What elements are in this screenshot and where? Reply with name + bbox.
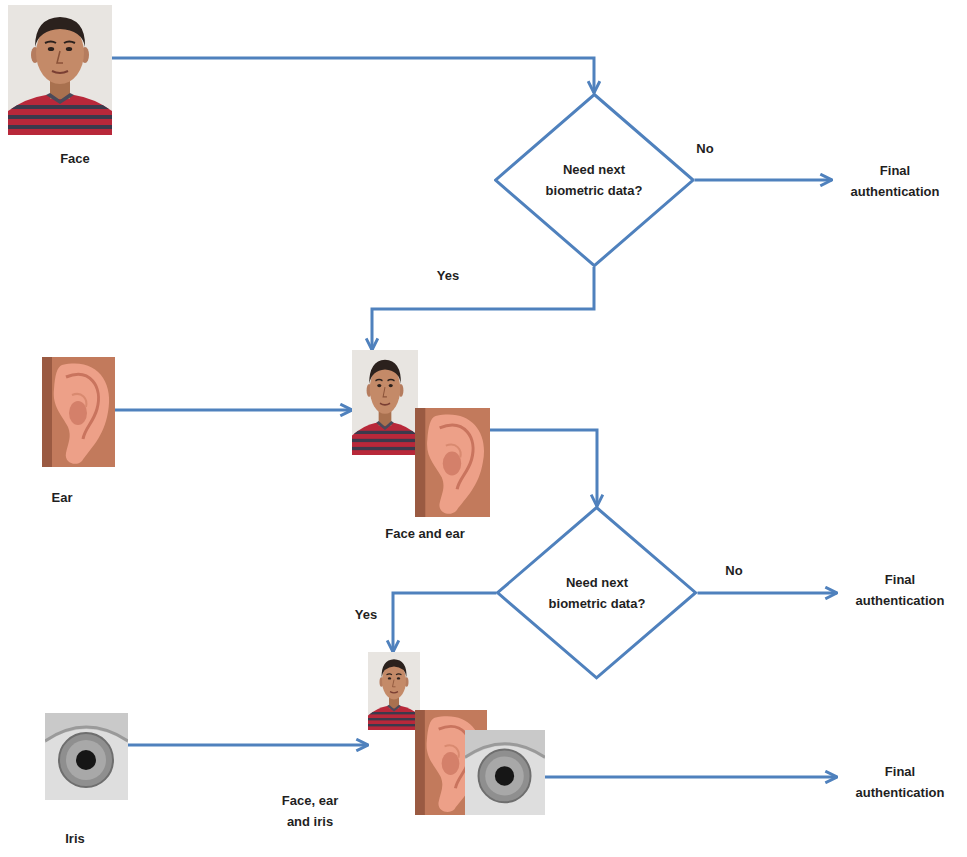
photo-node: Face and ear — [352, 350, 490, 517]
flow-arrow — [393, 593, 496, 652]
flow-arrow — [128, 744, 368, 747]
terminal-text-node: Final authentication — [832, 156, 958, 206]
diamond-shape — [495, 94, 693, 265]
terminal-text: Final authentication — [841, 569, 959, 611]
diamond-shape — [498, 508, 696, 678]
face-image — [352, 350, 418, 455]
photo-node: Iris — [45, 713, 128, 800]
face-photo — [8, 5, 112, 135]
terminal-text-node: Final authentication — [837, 757, 963, 807]
diamond-text-holder: Need next biometric data? — [536, 159, 651, 201]
terminal-text-holder: Final authentication — [841, 761, 959, 803]
flow-arrow — [115, 409, 352, 412]
face-ear-iris-composite — [368, 652, 545, 815]
edge-label: No — [694, 138, 715, 159]
diamond-outline — [494, 93, 695, 267]
face-image — [8, 5, 112, 135]
flow-arrow — [372, 267, 594, 350]
ear-image — [415, 408, 490, 517]
edge-label: Yes — [353, 604, 379, 625]
decision-diamond: Need next biometric data? — [494, 93, 695, 267]
terminal-text-holder: Final authentication — [841, 569, 959, 611]
decision-text: Need next biometric data? — [536, 159, 651, 201]
iris-photo — [45, 713, 128, 800]
terminal-text-holder: Final authentication — [836, 160, 954, 202]
photo-node: Ear — [42, 357, 115, 467]
terminal-text: Final authentication — [836, 160, 954, 202]
photo-caption: Iris — [65, 828, 85, 849]
edge-label: No — [723, 560, 744, 581]
photo-caption: Face — [60, 148, 90, 169]
diamond-text-holder: Need next biometric data? — [539, 572, 654, 614]
edge-label: Yes — [435, 265, 461, 286]
photo-node: Face, ear and iris — [368, 652, 545, 815]
ear-image — [42, 357, 115, 467]
iris-image — [45, 713, 128, 800]
face-image — [368, 652, 420, 730]
photo-caption: Face, ear and iris — [274, 790, 346, 832]
flow-arrow — [698, 591, 837, 594]
face-ear-composite — [352, 350, 490, 517]
diamond-outline — [496, 506, 697, 679]
photo-node: Face — [8, 5, 112, 135]
decision-diamond: Need next biometric data? — [496, 506, 697, 679]
decision-text: Need next biometric data? — [539, 572, 654, 614]
flow-arrow — [112, 58, 594, 93]
iris-image — [465, 730, 545, 815]
photo-caption: Face and ear — [385, 523, 465, 544]
terminal-text-node: Final authentication — [837, 565, 963, 615]
flow-arrow — [545, 776, 837, 779]
flow-arrow — [694, 178, 832, 181]
terminal-text: Final authentication — [841, 761, 959, 803]
photo-caption: Ear — [52, 487, 73, 508]
flow-arrow — [490, 430, 597, 506]
ear-photo — [42, 357, 115, 467]
